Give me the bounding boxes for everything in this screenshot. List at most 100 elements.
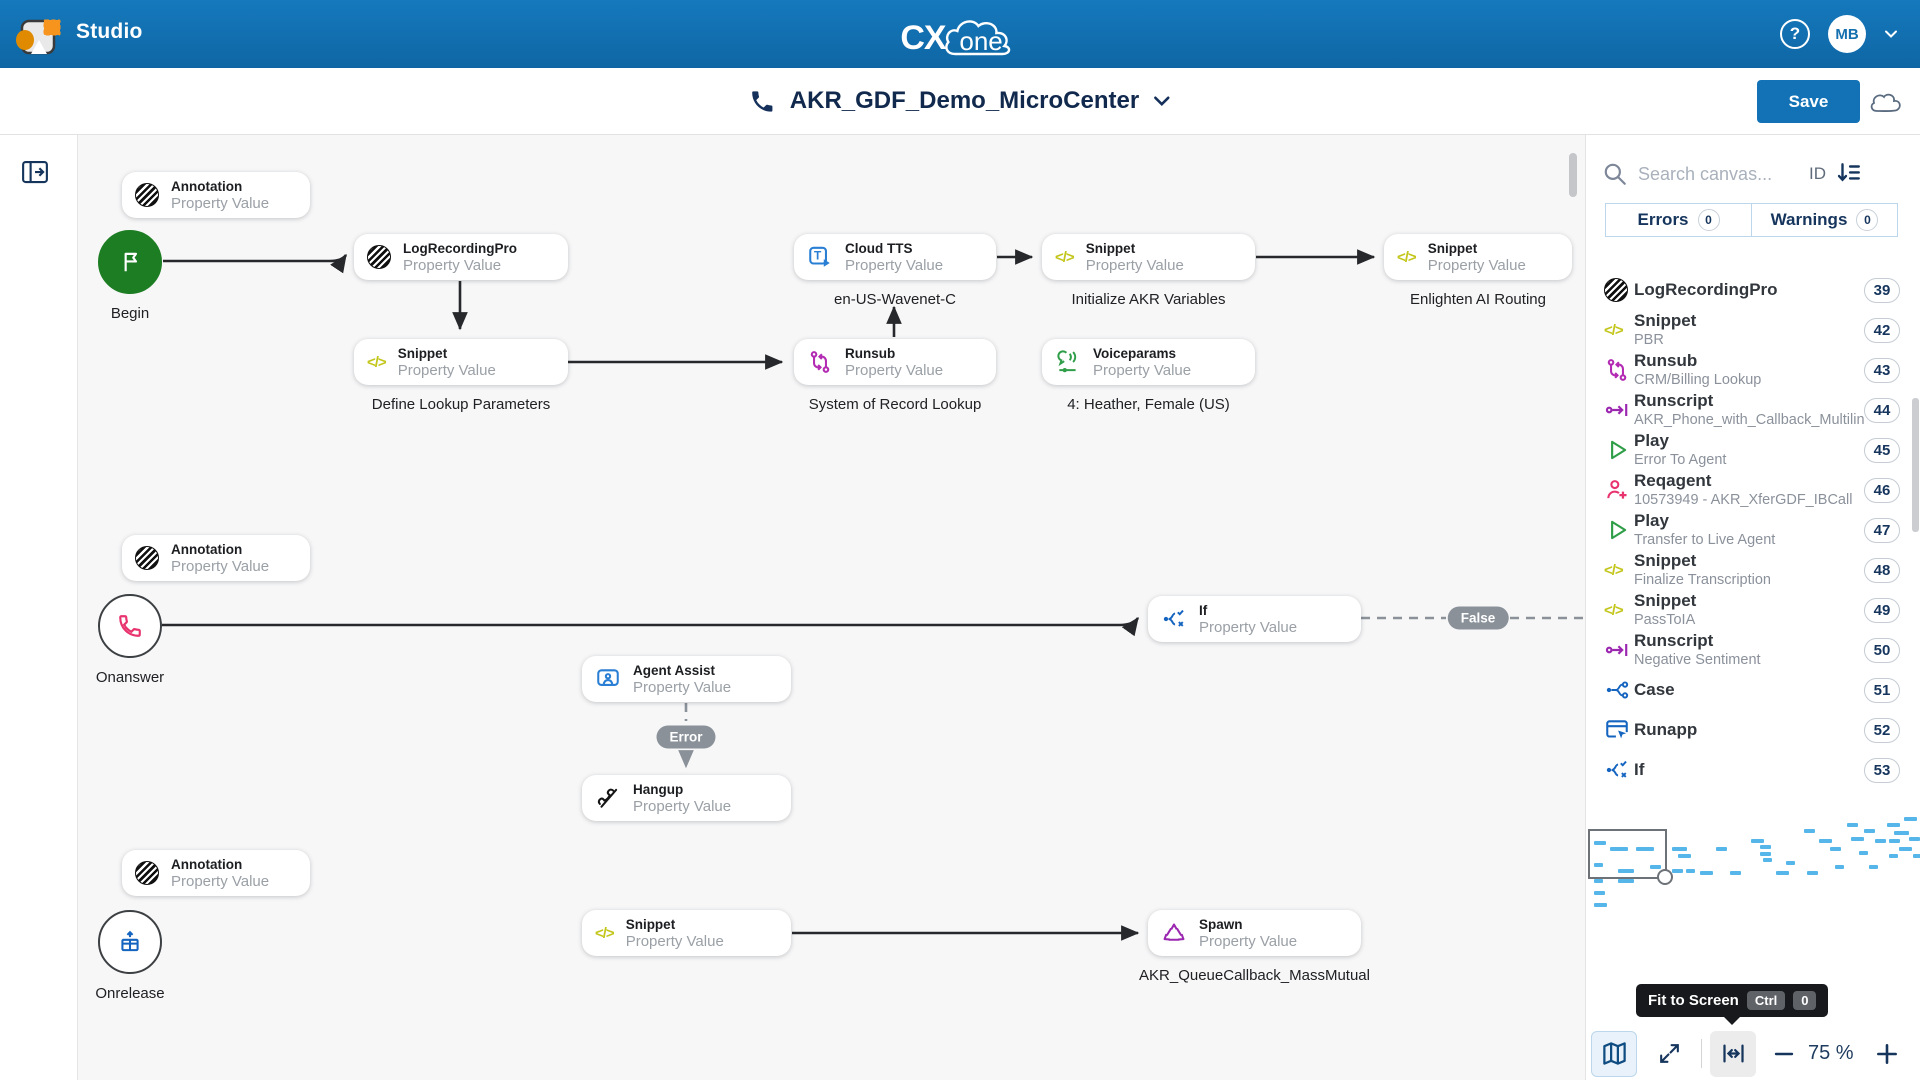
onrelease-box-icon xyxy=(121,930,139,952)
minimap-node-mark xyxy=(1835,865,1844,869)
minimap-node-mark xyxy=(1887,823,1900,827)
onanswer-phone-icon xyxy=(119,615,141,637)
sort-button[interactable] xyxy=(1836,161,1862,188)
minimap-viewport[interactable] xyxy=(1588,829,1667,879)
flow-node-onrelease[interactable] xyxy=(98,910,162,974)
palette-toggle-button[interactable] xyxy=(18,157,52,189)
fit-width-icon xyxy=(1722,1044,1744,1063)
minimap-node-mark xyxy=(1678,854,1691,858)
flow-edges xyxy=(162,249,1585,941)
canvas-scrollbar[interactable] xyxy=(1569,153,1577,197)
node-subtitle: Property Value xyxy=(1427,256,1526,274)
node-title: Snippet xyxy=(625,916,676,932)
flow-selector[interactable]: AKR_GDF_Demo_MicroCenter xyxy=(749,87,1171,115)
minimap[interactable] xyxy=(1588,807,1920,939)
fit-to-screen-button[interactable] xyxy=(1710,1030,1756,1077)
minimap-node-mark xyxy=(1636,847,1654,851)
hangup-icon xyxy=(597,788,618,808)
runsub-icon xyxy=(810,351,830,373)
item-title: Snippet xyxy=(1634,551,1697,570)
minimap-node-mark xyxy=(1819,839,1832,843)
hatched-circle-icon xyxy=(135,861,159,885)
tab-errors[interactable]: Errors 0 xyxy=(1605,203,1751,237)
sidebar-scrollbar[interactable] xyxy=(1912,398,1919,532)
key-zero: 0 xyxy=(1793,991,1817,1010)
save-button[interactable]: Save xyxy=(1757,80,1860,123)
toolbar-divider xyxy=(1701,1039,1702,1068)
id-toggle[interactable]: ID xyxy=(1809,164,1826,183)
user-menu-chevron-icon[interactable] xyxy=(1884,27,1898,41)
help-button[interactable]: ? xyxy=(1780,19,1810,49)
minimap-node-mark xyxy=(1859,851,1868,855)
flow-chevron-icon xyxy=(1154,96,1170,107)
minimap-node-mark xyxy=(1786,861,1795,865)
search-icon xyxy=(1604,163,1626,185)
minimap-resize-handle[interactable] xyxy=(1657,869,1673,885)
studio-logo-icon xyxy=(14,9,64,59)
flow-titlebar: AKR_GDF_Demo_MicroCenter Save xyxy=(0,68,1920,135)
search-row: ID xyxy=(1586,155,1920,193)
minimap-node-mark xyxy=(1904,817,1917,821)
tab-warnings[interactable]: Warnings 0 xyxy=(1751,203,1898,237)
minimap-node-mark xyxy=(1847,823,1858,827)
item-subtitle: CRM/Billing Lookup xyxy=(1634,371,1762,388)
flow-name: AKR_GDF_Demo_MicroCenter xyxy=(789,87,1140,114)
node-title: If xyxy=(1199,602,1208,618)
item-title: Play xyxy=(1634,431,1669,450)
minimap-node-mark xyxy=(1889,839,1900,843)
zoom-in-button[interactable] xyxy=(1869,1031,1905,1077)
flow-node-onanswer[interactable] xyxy=(98,594,162,658)
zoom-toolbar: 75 % xyxy=(1586,1030,1920,1077)
minimap-node-mark xyxy=(1830,847,1841,851)
code-snippet-icon: </> xyxy=(1604,321,1624,339)
item-id-badge: 48 xyxy=(1864,557,1900,583)
node-label: Begin xyxy=(110,305,150,322)
zoom-out-button[interactable] xyxy=(1766,1031,1802,1077)
runsub-icon xyxy=(1607,359,1627,381)
flow-node-begin[interactable] xyxy=(98,230,162,294)
minimap-toggle-button[interactable] xyxy=(1591,1030,1637,1077)
code-snippet-icon: </> xyxy=(1604,561,1624,579)
avatar[interactable]: MB xyxy=(1828,15,1866,53)
errors-count: 0 xyxy=(1697,209,1720,231)
expand-arrows-icon xyxy=(1659,1044,1679,1063)
node-subtitle: Property Value xyxy=(403,256,502,274)
cloud-tts-icon: T xyxy=(809,246,830,267)
search-input[interactable] xyxy=(1638,163,1803,185)
if-icon xyxy=(1163,609,1184,627)
minimap-node-mark xyxy=(1851,837,1864,841)
expand-button[interactable] xyxy=(1648,1031,1690,1077)
issue-tabs: Errors 0 Warnings 0 xyxy=(1605,203,1898,237)
minimap-node-mark xyxy=(1618,879,1634,883)
